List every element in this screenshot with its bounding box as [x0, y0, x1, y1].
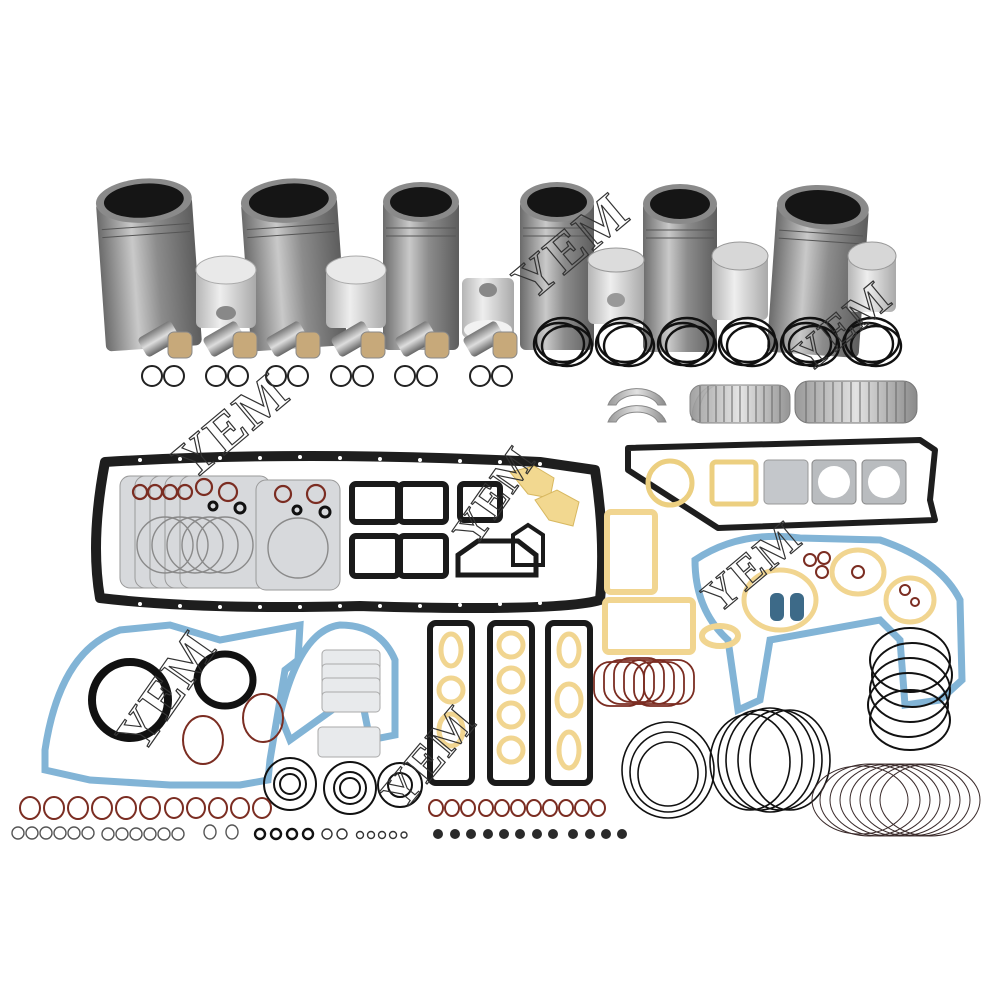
- timing-cover-gasket-right: [691, 532, 966, 716]
- rod-bearings: [794, 380, 918, 424]
- piston: [325, 255, 387, 328]
- liners-and-pistons: [95, 178, 897, 358]
- piston: [195, 255, 257, 328]
- paper-gaskets-middle: [602, 509, 741, 655]
- o-rings-row-2-small: [321, 828, 408, 840]
- piston-pins-and-bushings: [138, 321, 518, 359]
- circlips: [141, 365, 513, 387]
- cylinder-liner: [240, 178, 347, 352]
- cylinder-liner: [95, 178, 202, 352]
- cylinder-o-rings-right: [867, 627, 953, 751]
- head-gaskets: [119, 475, 341, 591]
- round-seals: [263, 757, 423, 815]
- intake-gaskets: [349, 481, 545, 579]
- paper-gaskets-top: [509, 465, 580, 527]
- cylinder-liner: [520, 182, 594, 350]
- piston-ring-sets: [532, 316, 903, 368]
- thin-o-rings-bundle: [811, 763, 981, 837]
- o-rings-row-2-black: [253, 827, 315, 841]
- manifold-seals: [593, 657, 695, 707]
- thrust-washers: [607, 388, 667, 423]
- exhaust-gasket-stack: [317, 649, 381, 758]
- cylinder-liner: [767, 184, 869, 358]
- piston: [587, 247, 645, 324]
- main-bearings: [689, 384, 791, 424]
- o-rings-row-1: [19, 796, 606, 820]
- side-cover-gaskets: [427, 620, 593, 786]
- copper-o-rings-left: [182, 693, 284, 765]
- o-rings-row-2: [11, 824, 239, 841]
- bearings: [607, 380, 918, 424]
- exhaust-gasket-set: [625, 437, 938, 531]
- piston: [711, 241, 769, 320]
- timing-cover-gasket-left: [41, 620, 399, 789]
- liner-o-rings: [621, 707, 831, 819]
- oil-pan-gasket: [91, 451, 608, 613]
- cylinder-liner: [383, 182, 459, 350]
- piston: [847, 241, 897, 312]
- valve-stem-seals: [433, 829, 627, 839]
- oil-seals: [88, 650, 257, 742]
- cylinder-liner: [643, 184, 717, 352]
